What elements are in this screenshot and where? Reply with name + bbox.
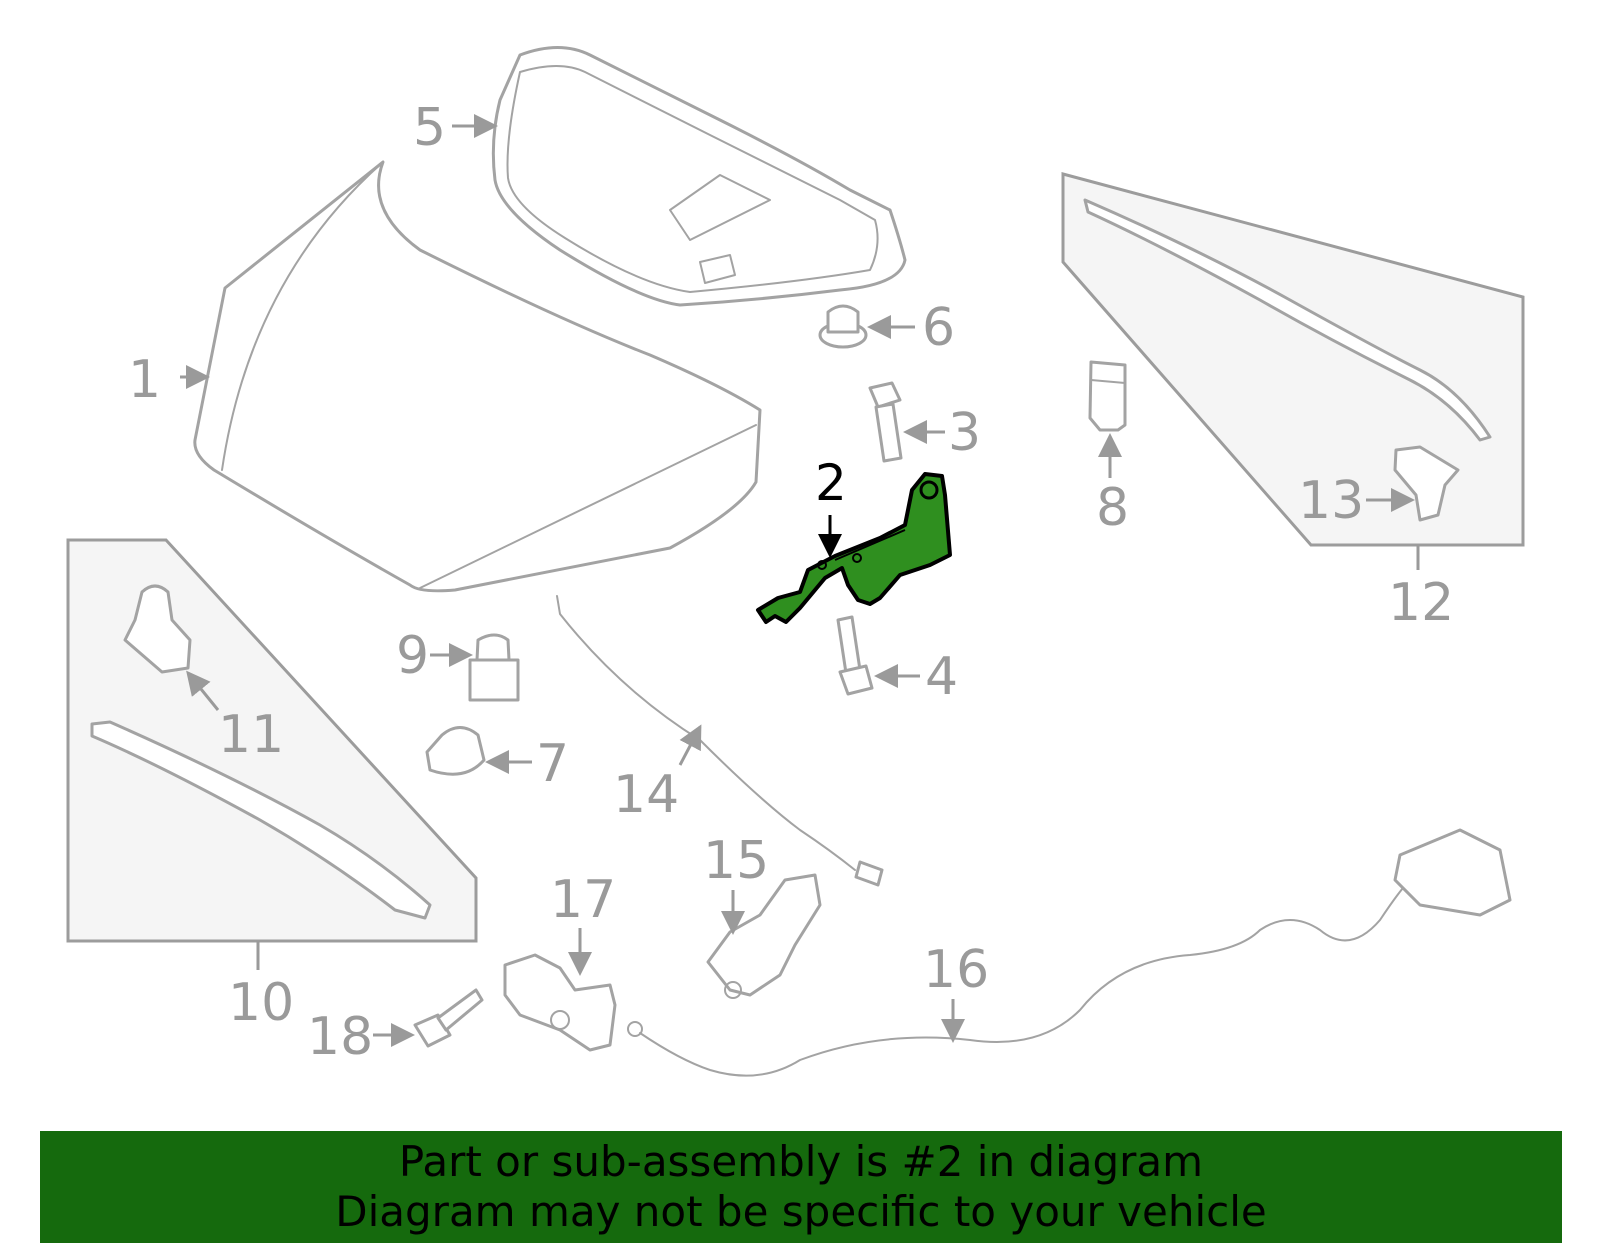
part-1-hood[interactable] (193, 160, 762, 593)
callout-12: 12 (1388, 573, 1454, 633)
part-17-latch[interactable] (503, 953, 617, 1052)
callout-2: 2 (815, 454, 847, 512)
banner-line-disclaimer: Diagram may not be specific to your vehi… (335, 1187, 1267, 1236)
callout-14: 14 (613, 765, 679, 825)
callout-5: 5 (413, 98, 446, 158)
part-8-grommet[interactable] (1088, 360, 1127, 432)
part-11-clip[interactable] (123, 584, 192, 674)
part-9-bumper[interactable] (468, 633, 520, 702)
leader-14 (678, 724, 702, 766)
part-12-seal[interactable] (1083, 198, 1492, 442)
callout-16: 16 (923, 940, 989, 1000)
part-4-bolt[interactable] (836, 615, 874, 696)
part-10-seal[interactable] (90, 720, 432, 920)
callout-6: 6 (922, 298, 955, 358)
callout-7: 7 (536, 734, 569, 794)
callout-15: 15 (703, 831, 769, 891)
callout-13: 13 (1298, 471, 1364, 531)
part-3-bolt[interactable] (868, 381, 903, 463)
callout-17: 17 (550, 870, 616, 930)
part-2-hinge[interactable] (756, 472, 952, 624)
banner-line-part: Part or sub-assembly is #2 in diagram (398, 1137, 1204, 1186)
part-18-bolt[interactable] (413, 988, 484, 1048)
part-15-latch[interactable] (706, 873, 822, 999)
part-6-clip[interactable] (818, 304, 868, 349)
callout-9: 9 (396, 626, 429, 686)
part-7-bumper[interactable] (425, 726, 486, 776)
callout-10: 10 (228, 973, 294, 1033)
callout-3: 3 (948, 403, 981, 463)
part-5-insulator[interactable] (491, 46, 907, 307)
callout-18: 18 (307, 1007, 373, 1067)
callout-4: 4 (925, 647, 958, 707)
callout-8: 8 (1096, 478, 1129, 538)
callout-1: 1 (128, 350, 161, 410)
callout-11: 11 (218, 705, 284, 765)
info-banner: Part or sub-assembly is #2 in diagram Di… (40, 1131, 1562, 1243)
leader-11 (186, 670, 220, 711)
parts-diagram: 1 2 3 4 5 6 7 8 9 10 11 12 13 14 15 16 1… (66, 46, 1525, 1077)
part-13-clip[interactable] (1393, 445, 1460, 522)
part-14-prop-rod[interactable] (556, 595, 884, 887)
part-16-release-cable[interactable] (627, 828, 1512, 1077)
